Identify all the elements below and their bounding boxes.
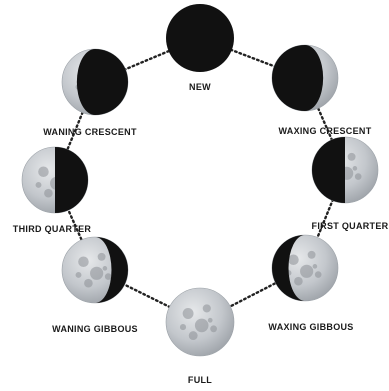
moon-shadow — [272, 45, 323, 111]
crater-mark — [300, 265, 313, 278]
label-new: NEW — [189, 82, 211, 92]
crater-mark — [208, 318, 213, 323]
moon-third-quarter — [22, 147, 88, 213]
crater-mark — [183, 308, 194, 319]
crater-mark — [38, 166, 49, 177]
crater-mark — [288, 254, 299, 265]
crater-mark — [308, 251, 316, 259]
moon-waning-gibbous — [62, 237, 128, 303]
crater-mark — [105, 273, 112, 280]
moon-shadow — [77, 49, 128, 115]
crater-mark — [348, 153, 356, 161]
moon-waning-crescent — [62, 49, 128, 115]
crater-mark — [78, 256, 89, 267]
moon-shadow — [55, 147, 88, 213]
crater-mark — [84, 279, 93, 288]
crater-mark — [210, 325, 217, 332]
moon-full — [166, 288, 234, 356]
crater-mark — [315, 271, 322, 278]
crater-mark — [203, 304, 211, 312]
crater-mark — [76, 272, 82, 278]
moon-new — [166, 4, 234, 72]
crater-mark — [36, 182, 42, 188]
moon-first-quarter — [312, 137, 378, 203]
crater-mark — [103, 266, 108, 271]
crater-mark — [294, 277, 303, 286]
crater-mark — [195, 319, 209, 333]
crater-mark — [98, 253, 106, 261]
crater-mark — [90, 267, 103, 280]
label-waning-gibbous: WANING GIBBOUS — [52, 324, 138, 334]
label-third-quarter: THIRD QUARTER — [13, 224, 92, 234]
moon-dark-disc — [166, 4, 234, 72]
crater-mark — [189, 331, 198, 340]
label-first-quarter: FIRST QUARTER — [312, 221, 389, 231]
crater-mark — [355, 173, 362, 180]
crater-mark — [353, 166, 358, 171]
moon-shadow — [312, 137, 345, 203]
label-waxing-crescent: WAXING CRESCENT — [278, 126, 371, 136]
crater-mark — [180, 324, 186, 330]
moon-waxing-gibbous — [272, 235, 338, 301]
label-full: FULL — [188, 375, 212, 385]
moon-waxing-crescent — [272, 45, 338, 111]
crater-mark — [313, 264, 318, 269]
label-waxing-gibbous: WAXING GIBBOUS — [268, 322, 353, 332]
crater-mark — [44, 189, 53, 198]
label-waning-crescent: WANING CRESCENT — [43, 127, 137, 137]
